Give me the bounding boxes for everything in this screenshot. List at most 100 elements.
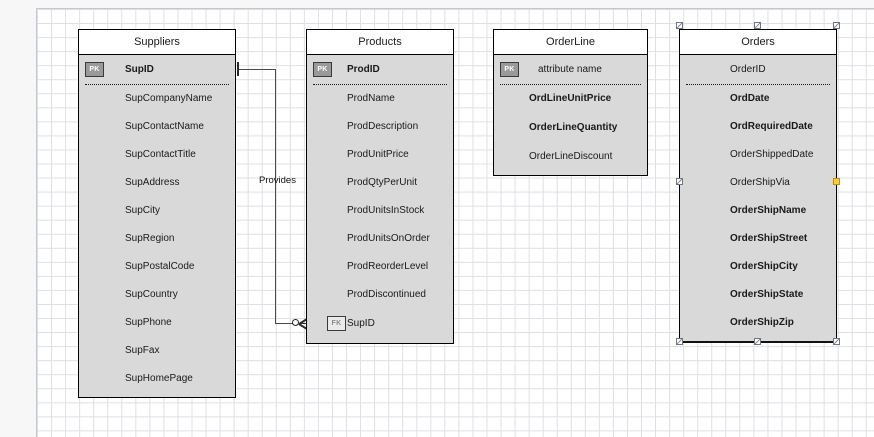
attr-label: ProdName xyxy=(347,92,395,104)
attr-label: SupID xyxy=(125,64,154,75)
pk-divider-products xyxy=(313,84,447,85)
fk-badge-icon: FK xyxy=(327,316,346,331)
entity-title-orders: Orders xyxy=(680,30,836,55)
entity-body-orderline: PK attribute name OrdLineUnitPrice Order… xyxy=(494,55,647,175)
attr-row-supcontactname[interactable]: SupContactName xyxy=(79,112,235,140)
attr-row-ordershipstreet[interactable]: OrderShipStreet xyxy=(680,224,836,252)
attr-label: SupID xyxy=(347,318,375,329)
canvas-left-margin xyxy=(0,0,36,437)
entity-body-orders: OrderID OrdDate OrdRequiredDate OrderShi… xyxy=(680,55,836,342)
selection-handle-bottom-right[interactable] xyxy=(833,338,840,345)
attr-row-orddate[interactable]: OrdDate xyxy=(680,84,836,112)
attr-label: OrderShipCity xyxy=(730,260,798,272)
attr-row-ordershippeddate[interactable]: OrderShippedDate xyxy=(680,140,836,168)
attr-label: ProdUnitsOnOrder xyxy=(347,232,430,244)
attr-row-supfax[interactable]: SupFax xyxy=(79,336,235,364)
attr-label: SupCountry xyxy=(125,288,178,300)
attr-label: OrderShipZip xyxy=(730,316,794,328)
attr-row-ordrequireddate[interactable]: OrdRequiredDate xyxy=(680,112,836,140)
attr-row-supphone[interactable]: SupPhone xyxy=(79,308,235,336)
attr-label: ProdQtyPerUnit xyxy=(347,176,418,188)
attr-label: OrdRequiredDate xyxy=(730,120,813,132)
entity-title-orderline: OrderLine xyxy=(494,30,647,55)
entity-body-suppliers: PK SupID SupCompanyName SupContactName S… xyxy=(79,55,235,397)
attr-label: ProdUnitPrice xyxy=(347,148,409,160)
attr-row-products-supid[interactable]: FK SupID xyxy=(307,308,453,339)
attr-label: SupPostalCode xyxy=(125,260,195,272)
cardinality-one-tick-inner xyxy=(237,62,239,76)
connector-segment-horizontal-top xyxy=(238,68,276,71)
attr-row-ordershipstate[interactable]: OrderShipState xyxy=(680,280,836,308)
attr-label: SupRegion xyxy=(125,232,175,244)
attr-row-ordershipname[interactable]: OrderShipName xyxy=(680,196,836,224)
connector-segment-horizontal-bottom xyxy=(274,322,293,325)
pk-badge-icon: PK xyxy=(85,62,104,77)
attr-row-ordershipzip[interactable]: OrderShipZip xyxy=(680,308,836,336)
attr-label: ProdDescription xyxy=(347,120,419,132)
attr-row-ordershipcity[interactable]: OrderShipCity xyxy=(680,252,836,280)
selection-handle-middle-left[interactable] xyxy=(676,178,683,185)
entity-orders[interactable]: Orders OrderID OrdDate OrdRequiredDate O… xyxy=(679,29,837,343)
selection-handle-middle-right[interactable] xyxy=(833,178,840,185)
cardinality-crowsfoot-mid xyxy=(299,322,310,325)
entity-orderline[interactable]: OrderLine PK attribute name OrdLineUnitP… xyxy=(493,29,648,176)
attr-row-supcountry[interactable]: SupCountry xyxy=(79,280,235,308)
entity-products[interactable]: Products PK ProdID ProdName ProdDescript… xyxy=(306,29,454,344)
attr-row-prodreorderlevel[interactable]: ProdReorderLevel xyxy=(307,252,453,280)
attr-row-prodqtyperunit[interactable]: ProdQtyPerUnit xyxy=(307,168,453,196)
relationship-label-provides: Provides xyxy=(259,175,296,186)
attr-row-proddescription[interactable]: ProdDescription xyxy=(307,112,453,140)
attr-label: SupCompanyName xyxy=(125,92,213,104)
selection-handle-bottom-left[interactable] xyxy=(676,338,683,345)
selection-handle-top-center[interactable] xyxy=(754,22,761,29)
selection-handle-bottom-center[interactable] xyxy=(754,338,761,345)
selection-handle-top-right[interactable] xyxy=(833,22,840,29)
attr-label: attribute name xyxy=(538,64,602,75)
attr-label: ProdDiscontinued xyxy=(347,288,426,300)
attr-row-ordershipvia[interactable]: OrderShipVia xyxy=(680,168,836,196)
attr-label: SupAddress xyxy=(125,176,180,188)
pk-divider-suppliers xyxy=(85,84,229,85)
entity-title-suppliers: Suppliers xyxy=(79,30,235,55)
attr-row-prodid[interactable]: PK ProdID xyxy=(307,55,453,84)
attr-row-orderid[interactable]: OrderID xyxy=(680,55,836,84)
attr-row-supcontacttitle[interactable]: SupContactTitle xyxy=(79,140,235,168)
attr-row-orderline-pk[interactable]: PK attribute name xyxy=(494,55,647,84)
attr-row-proddiscontinued[interactable]: ProdDiscontinued xyxy=(307,280,453,308)
attr-label: SupFax xyxy=(125,344,160,356)
attr-label: OrderShippedDate xyxy=(730,148,814,160)
attr-label: OrdLineUnitPrice xyxy=(529,93,612,104)
pk-divider-orders xyxy=(686,84,830,85)
attr-row-supregion[interactable]: SupRegion xyxy=(79,224,235,252)
attr-label: OrderShipVia xyxy=(730,176,790,188)
attr-row-supcompanyname[interactable]: SupCompanyName xyxy=(79,84,235,112)
attr-row-orderlinequantity[interactable]: OrderLineQuantity xyxy=(494,113,647,142)
attr-row-ordlineunitprice[interactable]: OrdLineUnitPrice xyxy=(494,84,647,113)
selection-handle-top-left[interactable] xyxy=(676,22,683,29)
attr-row-suppostalcode[interactable]: SupPostalCode xyxy=(79,252,235,280)
attr-label: OrderShipName xyxy=(730,204,807,216)
attr-row-orderlinediscount[interactable]: OrderLineDiscount xyxy=(494,142,647,171)
connector-segment-vertical xyxy=(274,68,277,324)
attr-row-supcity[interactable]: SupCity xyxy=(79,196,235,224)
attr-label: OrderID xyxy=(730,64,766,75)
attr-row-suphomepage[interactable]: SupHomePage xyxy=(79,364,235,392)
attr-row-produnitsonorder[interactable]: ProdUnitsOnOrder xyxy=(307,224,453,252)
attr-label: SupCity xyxy=(125,204,161,216)
attr-label: ProdUnitsInStock xyxy=(347,204,425,216)
attr-label: SupHomePage xyxy=(125,372,193,384)
attr-row-produnitsinstock[interactable]: ProdUnitsInStock xyxy=(307,196,453,224)
attr-label: ProdReorderLevel xyxy=(347,260,429,272)
attr-label: OrdDate xyxy=(730,92,770,104)
attr-label: SupPhone xyxy=(125,316,172,328)
attr-row-produnitprice[interactable]: ProdUnitPrice xyxy=(307,140,453,168)
attr-row-supid[interactable]: PK SupID xyxy=(79,55,235,84)
entity-title-products: Products xyxy=(307,30,453,55)
attr-label: OrderLineDiscount xyxy=(529,151,613,162)
attr-label: SupContactName xyxy=(125,120,204,132)
entity-suppliers[interactable]: Suppliers PK SupID SupCompanyName SupCon… xyxy=(78,29,236,398)
attr-row-prodname[interactable]: ProdName xyxy=(307,84,453,112)
attr-label: SupContactTitle xyxy=(125,148,196,160)
attr-row-supaddress[interactable]: SupAddress xyxy=(79,168,235,196)
